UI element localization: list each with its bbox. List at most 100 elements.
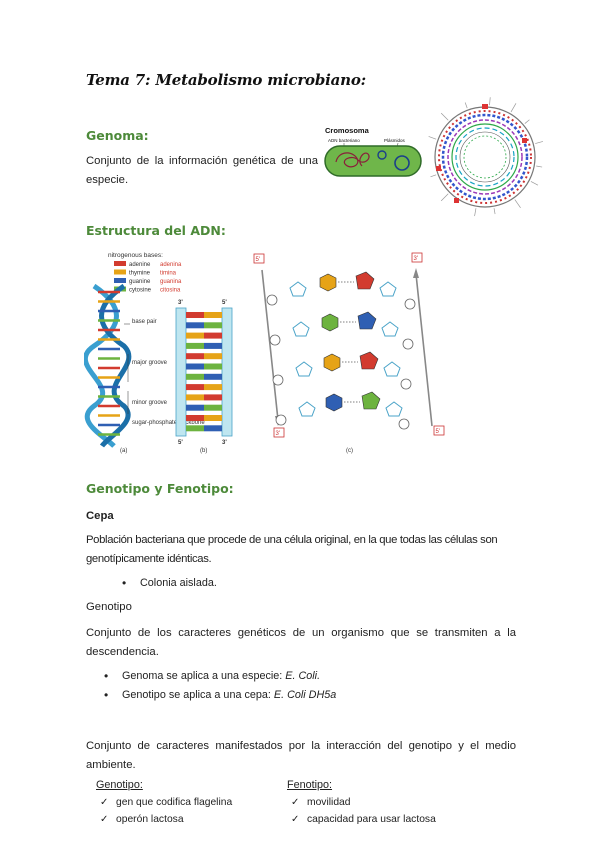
ladder-end-5-bottom: 5' <box>178 440 183 446</box>
ladder-rung-left <box>186 404 204 411</box>
ladder-rung-left <box>186 373 204 380</box>
sugar-ring <box>298 401 316 417</box>
panel-b-label: (b) <box>200 448 207 454</box>
legend-base-en: adenine <box>129 262 151 268</box>
ladder-rung-right <box>204 332 222 339</box>
genoma-definition: Conjunto de la información genética de u… <box>86 155 318 186</box>
backbone-strand-1 <box>84 283 119 448</box>
base-left <box>321 313 339 332</box>
legend-swatch <box>114 269 126 275</box>
genotipo-bullets: Genoma se aplica a una especie: E. Coli.… <box>104 667 336 705</box>
fenotipo-definition: Conjunto de caracteres manifestados por … <box>86 740 516 771</box>
genome-tick <box>514 199 521 208</box>
genome-tick <box>428 136 437 140</box>
genome-tick <box>493 208 496 215</box>
ladder-rung-right <box>204 415 222 421</box>
chem-end-3-top: 3' <box>414 256 418 262</box>
chromosome-label: Cromosoma <box>325 126 370 135</box>
ladder-backbone-left <box>175 307 187 437</box>
cepa-bullets: Colonia aislada. <box>122 574 217 593</box>
minor-groove-label: minor groove <box>132 400 168 406</box>
base-right <box>355 271 375 290</box>
base-right <box>361 391 381 410</box>
helix-base-pairs <box>98 290 120 436</box>
base-left <box>325 393 343 412</box>
list-item: ✓movilidad <box>287 794 487 811</box>
ladder-rung-right <box>204 394 222 401</box>
list-item: Colonia aislada. <box>122 574 217 593</box>
ladder-rung-left <box>186 415 204 421</box>
ladder-rung-right <box>204 322 222 329</box>
genome-tick <box>440 112 449 121</box>
base-pair-label: base pair <box>132 319 157 325</box>
ladder-end-5-top: 5' <box>222 300 227 306</box>
genotipo-examples-heading: Genotipo: <box>96 779 143 791</box>
base-right <box>357 311 377 330</box>
sugar-ring <box>381 321 399 337</box>
ladder-rung-right <box>204 363 222 370</box>
legend-swatch <box>114 261 126 266</box>
ladder-rung-right <box>204 373 222 380</box>
legend-base-en: guanine <box>129 279 151 285</box>
phosphate <box>402 338 414 350</box>
ladder-rung-left <box>186 394 204 401</box>
check-icon: ✓ <box>291 797 300 808</box>
ladder-rung-left <box>186 384 204 391</box>
ladder-backbone-right <box>221 307 233 437</box>
nucleotide-units <box>266 271 416 430</box>
ladder-rung-right <box>204 353 222 360</box>
ladder-rung-right <box>204 312 222 318</box>
chromosomal-dna <box>335 152 370 168</box>
sugar-ring <box>292 321 310 337</box>
dna-chemical-structure-figure: 5' 3' 3' 5' (c) <box>253 252 445 454</box>
phosphate <box>404 298 416 310</box>
genome-tick <box>440 193 449 202</box>
page-title: Tema 7: Metabolismo microbiano: <box>86 71 366 89</box>
circular-genome-map <box>428 97 544 217</box>
phosphate <box>398 418 410 430</box>
ladder-base-pairs <box>186 312 222 432</box>
legend-base-en: thymine <box>129 271 151 277</box>
base-left <box>323 353 341 372</box>
ladder-rung-left <box>186 322 204 329</box>
major-groove-label: major groove <box>132 360 168 366</box>
genotipo-title: Genotipo <box>86 601 132 613</box>
phosphate <box>269 334 281 346</box>
ladder-end-3-bottom: 3' <box>222 440 227 446</box>
genotipo-fenotipo-heading: Genotipo y Fenotipo: <box>86 481 234 496</box>
genome-tick <box>524 119 530 124</box>
sugar-ring <box>385 401 403 417</box>
list-item: ✓operón lactosa <box>96 811 276 828</box>
phosphate <box>266 294 278 306</box>
dna-helix-figure: nitrogenous bases: adenine adenina thymine… <box>84 252 233 454</box>
list-item: ✓gen que codifica flagelina <box>96 794 276 811</box>
phosphate <box>272 374 284 386</box>
genome-tick <box>489 97 491 106</box>
adn-heading: Estructura del ADN: <box>86 223 226 238</box>
legend-title: nitrogenous bases: <box>108 252 163 259</box>
check-icon: ✓ <box>291 814 300 825</box>
sugar-ring <box>295 361 313 377</box>
panel-c-label: (c) <box>346 448 353 454</box>
genome-annotations <box>428 97 544 217</box>
ladder-rung-right <box>204 425 222 432</box>
chem-end-3-bottom: 3' <box>276 431 280 437</box>
backbone-strand-2 <box>99 283 132 448</box>
chem-end-5-bottom: 5' <box>436 429 440 435</box>
panel-a-label: (a) <box>120 448 127 454</box>
ladder-rung-left <box>186 342 204 349</box>
ladder-rung-left <box>186 425 204 432</box>
chem-end-5-top: 5' <box>256 257 260 263</box>
legend-base-es: citosina <box>160 288 181 294</box>
bacterial-chromosome-figure: Cromosoma ADN bacteriano Plásmidos <box>324 126 422 177</box>
genome-tick <box>530 181 539 186</box>
genome-tick <box>536 165 543 168</box>
list-item: Genotipo se aplica a una cepa: E. Coli D… <box>104 686 336 705</box>
adn-bacteriano-label: ADN bacteriano <box>328 138 360 143</box>
legend-base-en: cytosine <box>129 288 152 294</box>
legend-base-es: adenina <box>160 262 182 268</box>
genotipo-definition: Conjunto de los caracteres genéticos de … <box>86 627 516 658</box>
phosphate <box>400 378 412 390</box>
bacterium-cell <box>324 145 422 177</box>
base-left <box>319 273 337 292</box>
